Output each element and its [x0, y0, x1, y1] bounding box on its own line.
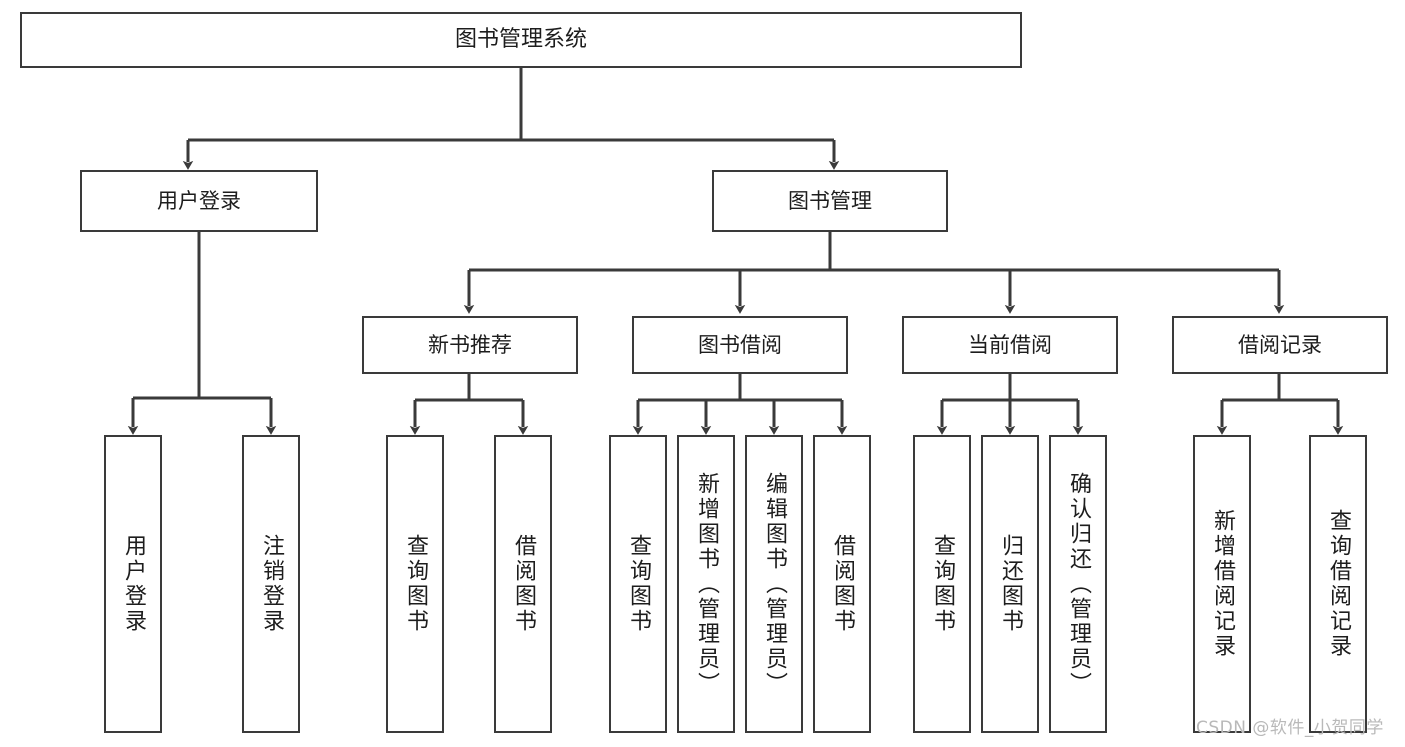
node-book-management[interactable]: 图书管理 [712, 170, 948, 232]
leaf-borrow-book-newbook[interactable]: 借阅图书 [494, 435, 552, 733]
node-label: 编辑图书（管理员） [762, 471, 787, 697]
node-label: 新增图书（管理员） [694, 471, 719, 697]
node-label: 确认归还（管理员） [1066, 471, 1091, 697]
node-label: 用户登录 [121, 534, 146, 634]
leaf-query-book-current[interactable]: 查询图书 [913, 435, 971, 733]
node-label: 新增借阅记录 [1210, 509, 1235, 659]
leaf-add-book-admin[interactable]: 新增图书（管理员） [677, 435, 735, 733]
node-label: 图书借阅 [698, 332, 782, 357]
node-new-book-recommend[interactable]: 新书推荐 [362, 316, 578, 374]
node-label: 注销登录 [259, 534, 284, 634]
node-label: 用户登录 [157, 188, 241, 213]
leaf-edit-book-admin[interactable]: 编辑图书（管理员） [745, 435, 803, 733]
leaf-return-book[interactable]: 归还图书 [981, 435, 1039, 733]
leaf-query-book-borrow[interactable]: 查询图书 [609, 435, 667, 733]
node-label: 查询图书 [930, 534, 955, 634]
node-label: 查询图书 [403, 534, 428, 634]
node-label: 当前借阅 [968, 332, 1052, 357]
leaf-confirm-return-admin[interactable]: 确认归还（管理员） [1049, 435, 1107, 733]
node-label: 借阅记录 [1238, 332, 1322, 357]
node-label: 查询图书 [626, 534, 651, 634]
node-label: 借阅图书 [830, 534, 855, 634]
node-label: 借阅图书 [511, 534, 536, 634]
node-book-borrow[interactable]: 图书借阅 [632, 316, 848, 374]
node-borrow-record[interactable]: 借阅记录 [1172, 316, 1388, 374]
node-current-borrow[interactable]: 当前借阅 [902, 316, 1118, 374]
leaf-add-borrow-record[interactable]: 新增借阅记录 [1193, 435, 1251, 733]
leaf-user-login[interactable]: 用户登录 [104, 435, 162, 733]
leaf-logout[interactable]: 注销登录 [242, 435, 300, 733]
node-label: 查询借阅记录 [1326, 509, 1351, 659]
node-label: 图书管理系统 [454, 27, 587, 53]
node-book-management-system[interactable]: 图书管理系统 [20, 12, 1022, 68]
node-label: 图书管理 [788, 188, 872, 213]
leaf-query-borrow-record[interactable]: 查询借阅记录 [1309, 435, 1367, 733]
node-label: 新书推荐 [428, 332, 512, 357]
node-label: 归还图书 [998, 534, 1023, 634]
leaf-borrow-book[interactable]: 借阅图书 [813, 435, 871, 733]
node-user-login[interactable]: 用户登录 [80, 170, 318, 232]
leaf-query-book-newbook[interactable]: 查询图书 [386, 435, 444, 733]
